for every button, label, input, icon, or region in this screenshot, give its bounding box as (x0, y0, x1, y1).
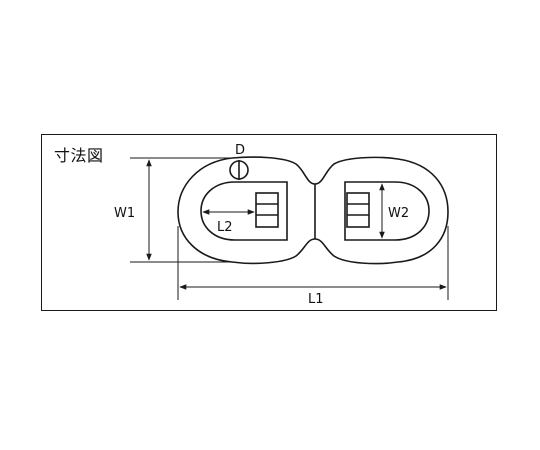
label-w2: W2 (388, 206, 409, 221)
label-d: D (235, 143, 245, 158)
left-inner-slot (200, 181, 288, 241)
right-inner-slot (344, 181, 430, 241)
left-swivel-block (255, 192, 279, 228)
link-outer-outline (177, 156, 449, 265)
diagram-frame (41, 134, 497, 311)
wire-diameter-circle (229, 160, 249, 180)
diagram-title: 寸法図 (54, 146, 104, 165)
label-l1: L1 (308, 292, 324, 307)
right-swivel-block (346, 192, 370, 228)
label-w1: W1 (114, 206, 135, 221)
label-l2: L2 (217, 220, 233, 235)
